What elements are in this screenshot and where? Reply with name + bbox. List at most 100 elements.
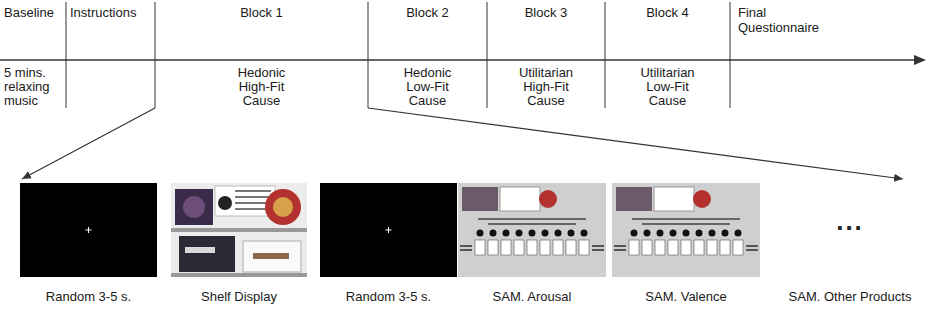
screen-illustration xyxy=(612,183,760,277)
screen-caption: Random 3-5 s. xyxy=(46,289,131,304)
rating-dot xyxy=(657,230,664,237)
scale-anchor xyxy=(614,249,626,251)
rating-dot xyxy=(670,230,677,237)
scale-anchor xyxy=(592,249,604,251)
phase-title: Block 2 xyxy=(368,5,487,20)
sam-figure xyxy=(707,240,717,255)
phase-condition: Utilitarian Low-Fit Cause xyxy=(630,66,706,108)
sam-figure xyxy=(642,240,652,255)
phase-condition: Hedonic High-Fit Cause xyxy=(224,66,300,108)
instruction-line xyxy=(632,218,740,220)
sam-figure xyxy=(694,240,704,255)
screen-panel: SAM. Arousal xyxy=(458,183,606,277)
timeline-phase: Block 2Hedonic Low-Fit Cause xyxy=(368,0,487,112)
sam-figure xyxy=(720,240,730,255)
column-separator xyxy=(66,2,67,108)
sam-figure xyxy=(668,240,678,255)
product-thumbnail xyxy=(693,190,711,208)
instruction-line xyxy=(642,223,730,225)
screen-caption: Shelf Display xyxy=(201,289,277,304)
rating-dot xyxy=(503,230,510,237)
timeline-phase: Instructions xyxy=(66,0,155,112)
scale-anchor xyxy=(460,249,472,251)
product-thumbnail xyxy=(462,187,498,211)
product-tin-label xyxy=(273,197,293,217)
scale-anchor xyxy=(614,245,626,247)
product-box xyxy=(243,241,301,272)
column-separator xyxy=(487,2,488,108)
phase-title: Instructions xyxy=(70,5,150,20)
phase-condition: 5 mins. relaxing music xyxy=(4,66,62,108)
phase-title: Block 3 xyxy=(487,5,605,20)
phase-title: Final Questionnaire xyxy=(738,5,830,35)
column-separator xyxy=(730,2,731,108)
screen-illustration xyxy=(171,183,307,277)
product-stripe xyxy=(185,247,215,253)
shelf-board xyxy=(171,228,307,232)
product-print xyxy=(183,196,205,218)
product-box xyxy=(179,236,235,272)
rating-dot xyxy=(581,230,588,237)
sam-figure xyxy=(475,240,485,255)
phase-title: Block 4 xyxy=(605,5,730,20)
instruction-line xyxy=(478,218,586,220)
cause-sign xyxy=(500,187,540,211)
shelf-board xyxy=(171,273,307,277)
sam-figure xyxy=(579,240,589,255)
rating-dot xyxy=(631,230,638,237)
sam-figure xyxy=(566,240,576,255)
screen-caption: SAM. Arousal xyxy=(493,289,572,304)
rating-dot xyxy=(644,230,651,237)
screen-panel: Random 3-5 s. xyxy=(20,183,157,277)
phase-condition: Utilitarian High-Fit Cause xyxy=(508,66,584,108)
product-thumbnail xyxy=(539,190,557,208)
screen-caption: SAM. Valence xyxy=(645,289,726,304)
rating-dot xyxy=(490,230,497,237)
continuation-dots: ... xyxy=(836,207,864,235)
rating-dot xyxy=(722,230,729,237)
phase-title: Baseline xyxy=(4,5,62,20)
scale-anchor xyxy=(460,245,472,247)
sam-background xyxy=(612,183,760,277)
screen-caption: SAM. Other Products xyxy=(789,289,912,304)
rating-dot xyxy=(542,230,549,237)
column-separator xyxy=(368,2,369,108)
screen-illustration xyxy=(20,183,157,277)
rating-dot xyxy=(477,230,484,237)
rating-dot xyxy=(555,230,562,237)
product-thumbnail xyxy=(616,187,652,211)
instruction-line xyxy=(488,223,576,225)
rating-dot xyxy=(735,230,742,237)
sam-figure xyxy=(527,240,537,255)
column-separator xyxy=(155,2,156,108)
screen-illustration xyxy=(320,183,457,277)
sam-figure xyxy=(681,240,691,255)
rating-dot xyxy=(568,230,575,237)
sam-figure xyxy=(501,240,511,255)
rating-dot xyxy=(696,230,703,237)
scale-anchor xyxy=(592,245,604,247)
sam-figure xyxy=(733,240,743,255)
timeline-phase: Block 1Hedonic High-Fit Cause xyxy=(155,0,368,112)
fixation-cross xyxy=(388,227,389,233)
screen-caption: Random 3-5 s. xyxy=(346,289,431,304)
rating-dot xyxy=(516,230,523,237)
screen-panel: SAM. Valence xyxy=(612,183,760,277)
sign-text-line xyxy=(235,190,271,192)
sam-figure xyxy=(655,240,665,255)
sign-text-line xyxy=(235,196,271,198)
zoom-arrow xyxy=(368,108,903,179)
column-separator xyxy=(605,2,606,108)
sam-figure xyxy=(540,240,550,255)
cause-sign xyxy=(654,187,694,211)
product-tin xyxy=(265,189,301,225)
product-stripe xyxy=(253,253,289,259)
timeline-phase: Block 3 Utilitarian High-Fit Cause xyxy=(487,0,605,112)
axis-arrow-head xyxy=(914,55,926,65)
product-box xyxy=(175,189,213,225)
sam-figure xyxy=(488,240,498,255)
rating-dot xyxy=(683,230,690,237)
timeline-phase: Baseline 5 mins. relaxing music xyxy=(0,0,66,112)
screen-panel: Shelf Display xyxy=(171,183,307,277)
